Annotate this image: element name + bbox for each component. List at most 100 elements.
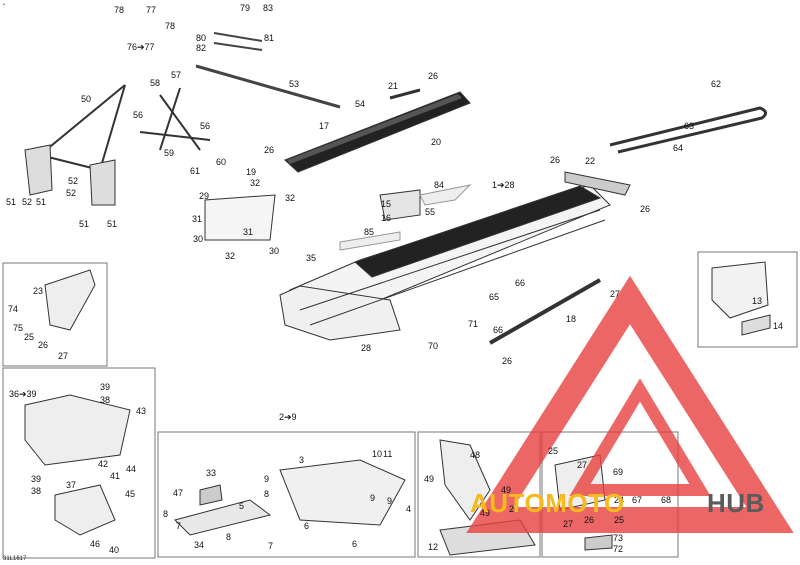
callout-number: 31 [243,227,254,237]
callout-number: 73 [613,533,624,543]
callout-number: 32 [285,193,296,203]
corner-mark: • [3,2,5,8]
panel-suspension-bracket [417,431,541,558]
side-rail [489,278,601,345]
callout-number: 49 [501,485,512,495]
callout-number: 11 [383,449,393,459]
callout-number: 17 [319,121,330,131]
callout-number: 25 [24,332,35,342]
callout-number: 51 [79,219,90,229]
callout-number: 66 [493,325,504,335]
callout-number: 35 [306,253,317,263]
callout-number: 26 [584,515,595,525]
callout-number: 48 [470,450,481,460]
callout-number: 21 [388,81,399,91]
callout-number: 45 [125,489,136,499]
callout-number: 33 [206,468,217,478]
panel-front-bumper-assembly [157,431,416,558]
callout-number: 49 [480,508,491,518]
panel-plate [204,194,276,241]
callout-number: 52 [22,197,33,207]
callout-number: 32 [225,251,236,261]
callout-number: 27 [610,289,621,299]
callout-number: 51 [107,219,118,229]
callout-number: 62 [711,79,722,89]
callout-number: 18 [566,314,577,324]
callout-number: 16 [381,213,392,223]
callout-number: 29 [199,191,210,201]
callout-number: 74 [8,304,19,314]
callout-number: 30 [193,234,204,244]
callout-number: 75 [13,323,24,333]
callout-number: 69 [613,467,624,477]
callout-number: 27 [58,351,69,361]
panel-steering-bracket [2,262,108,367]
side-protector [711,261,769,319]
handle-rail [609,106,767,154]
callout-number: 9 [264,474,270,484]
callout-number: 42 [98,459,109,469]
callout-number: 19 [246,167,257,177]
callout-number: 64 [673,143,684,153]
callout-number: 82 [196,43,207,53]
watermark-logo [466,275,794,533]
callout-number: 36➔39 [9,389,37,399]
callout-number: 53 [289,79,300,89]
callout-number: 13 [752,296,763,306]
callout-number: 76➔77 [127,42,155,52]
callout-number: 70 [428,341,439,351]
callout-number: 67 [632,495,643,505]
callout-number: 27 [563,519,574,529]
callout-number: 25 [614,515,625,525]
callout-number: 6 [352,539,358,549]
callout-number: 34 [194,540,205,550]
suspension-bracket [439,439,491,521]
callout-number: 5 [239,501,245,511]
callout-number: 26 [428,71,439,81]
callout-number: 56 [200,121,211,131]
callout-number: 8 [226,532,232,542]
callout-number: 41 [110,471,121,481]
callout-number: 38 [31,486,42,496]
callout-number: 39 [31,474,42,484]
callout-number: 9 [387,496,393,506]
callout-number: 77 [146,5,157,15]
callout-number: 55 [425,207,436,217]
callout-number: 58 [150,78,161,88]
front-bumper-frame [279,459,406,526]
callout-number: 79 [240,3,251,13]
callout-number: 39 [100,382,111,392]
callout-number: 47 [173,488,184,498]
callout-number: 26 [640,204,651,214]
callout-number: 1➔28 [492,180,515,190]
callout-number: 38 [100,395,111,405]
callout-number: 61 [190,166,201,176]
callout-number: 83 [263,3,274,13]
callout-number: 50 [81,94,92,104]
callout-number: 14 [773,321,784,331]
callout-number: 32 [250,178,261,188]
callout-number: 54 [355,99,366,109]
callout-number: 52 [66,188,77,198]
callout-number: 71 [468,319,479,329]
callout-number: 80 [196,33,207,43]
callout-number: 37 [66,480,77,490]
callout-number: 31 [192,214,203,224]
watermark-text-automoto: AUTOMOTO [470,488,625,518]
callout-number: 22 [585,156,596,166]
callout-number: 56 [133,110,144,120]
callout-number: 2➔9 [279,412,297,422]
diagram-code: 31L1617 [3,556,27,562]
callout-number: 84 [434,180,445,190]
callout-number: 26 [550,155,561,165]
callout-number: 60 [216,157,227,167]
callout-number: 78 [114,5,125,15]
steering-shaft [195,64,341,109]
callout-number: 52 [68,176,79,186]
callout-number: 51 [36,197,47,207]
tunnel-frame [279,184,611,341]
callout-number: 27 [577,460,588,470]
callout-number: 24 [614,495,625,505]
callout-number: 81 [264,33,275,43]
callout-number: 3 [299,455,305,465]
